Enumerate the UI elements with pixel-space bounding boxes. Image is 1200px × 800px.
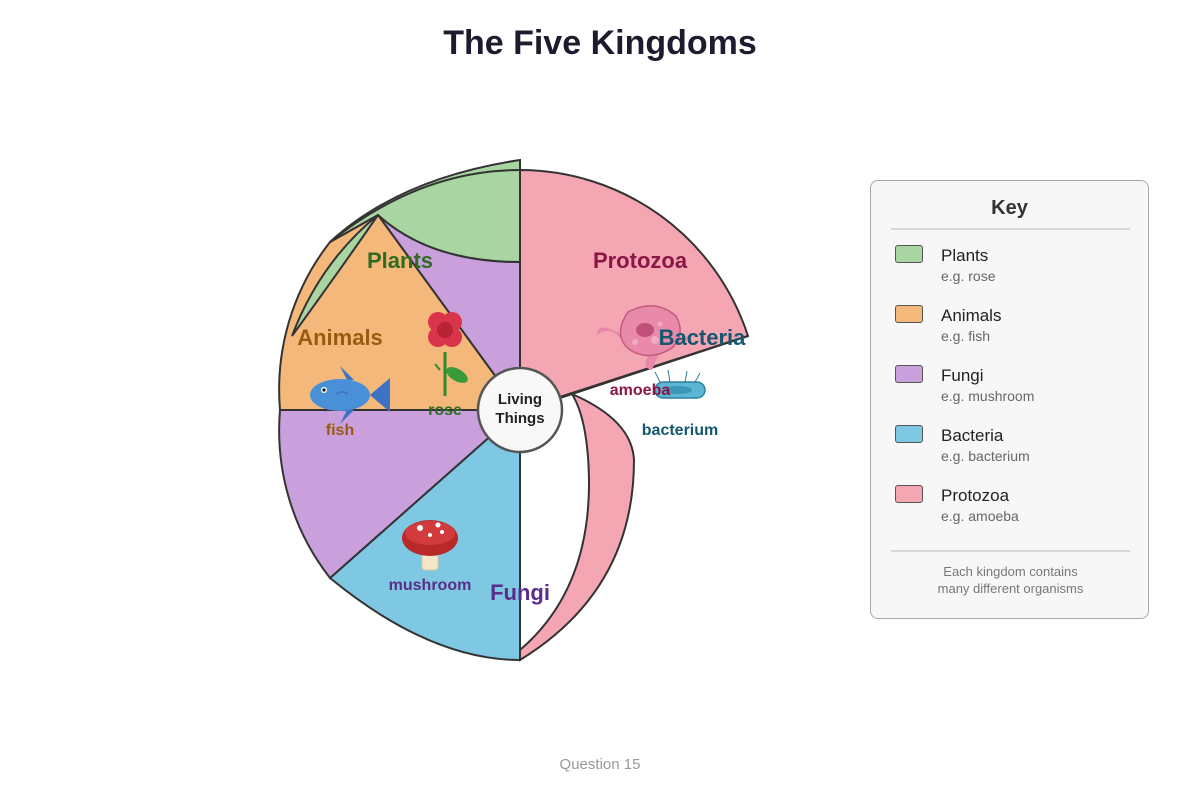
sector-protozoa: [519, 168, 750, 412]
key-divider-bottom: [891, 550, 1130, 552]
kingdom-label-protozoa: Protozoa: [593, 248, 688, 273]
key-item-animals: Animals e.g. fish: [895, 305, 1125, 357]
key-name-protozoa: Protozoa: [941, 486, 1010, 505]
key-panel: Key Plants e.g. rose Animals e.g. fish F…: [870, 180, 1149, 619]
example-label-amoeba: amoeba: [610, 382, 671, 399]
question-number: Question 15: [559, 756, 641, 773]
bacterium-icon: [654, 369, 706, 399]
key-example-bacteria: e.g. bacterium: [941, 448, 1030, 464]
swatch-animals: [895, 305, 923, 323]
key-name-animals: Animals: [941, 306, 1002, 325]
key-item-plants: Plants e.g. rose: [895, 245, 1125, 297]
kingdom-label-plants: Plants: [367, 248, 433, 273]
amoeba-icon: [597, 305, 694, 370]
key-name-bacteria: Bacteria: [941, 426, 1004, 445]
key-name-fungi: Fungi: [941, 366, 984, 385]
swatch-plants: [895, 245, 923, 263]
swatch-bacteria: [895, 425, 923, 443]
example-label-fish: fish: [326, 422, 354, 439]
mushroom-icon: [402, 520, 458, 571]
key-example-plants: e.g. rose: [941, 268, 996, 284]
swatch-protozoa: [895, 485, 923, 503]
kingdom-label-bacteria: Bacteria: [659, 325, 747, 350]
sector-plants-leaf: [291, 214, 379, 337]
sector-fungi: [278, 409, 523, 580]
key-title: Key: [991, 197, 1028, 219]
diagram-title: The Five Kingdoms: [443, 24, 757, 62]
key-example-animals: e.g. fish: [941, 328, 991, 344]
key-note: Each kingdom contains many different org…: [937, 564, 1084, 596]
kingdom-label-animals: Animals: [297, 325, 383, 350]
center-circle: [476, 366, 564, 454]
example-label-bacterium: bacterium: [642, 422, 718, 439]
center-label-line1: Living: [498, 391, 542, 408]
key-example-protozoa: e.g. amoeba: [941, 508, 1019, 524]
key-example-fungi: e.g. mushroom: [941, 388, 1035, 404]
key-item-fungi: Fungi e.g. mushroom: [895, 365, 1125, 417]
example-label-rose: rose: [428, 402, 462, 419]
key-name-plants: Plants: [941, 246, 989, 265]
fish-icon: [310, 366, 390, 424]
key-divider-top: [891, 228, 1130, 230]
rose-icon: [428, 312, 468, 396]
swatch-fungi: [895, 365, 923, 383]
sector-plants-arc: [329, 169, 521, 243]
key-item-protozoa: Protozoa e.g. amoeba: [895, 485, 1125, 537]
center-label-line2: Things: [495, 410, 544, 427]
example-label-mushroom: mushroom: [389, 577, 472, 594]
key-item-bacteria: Bacteria e.g. bacterium: [895, 425, 1125, 477]
kingdom-label-fungi: Fungi: [490, 580, 550, 605]
